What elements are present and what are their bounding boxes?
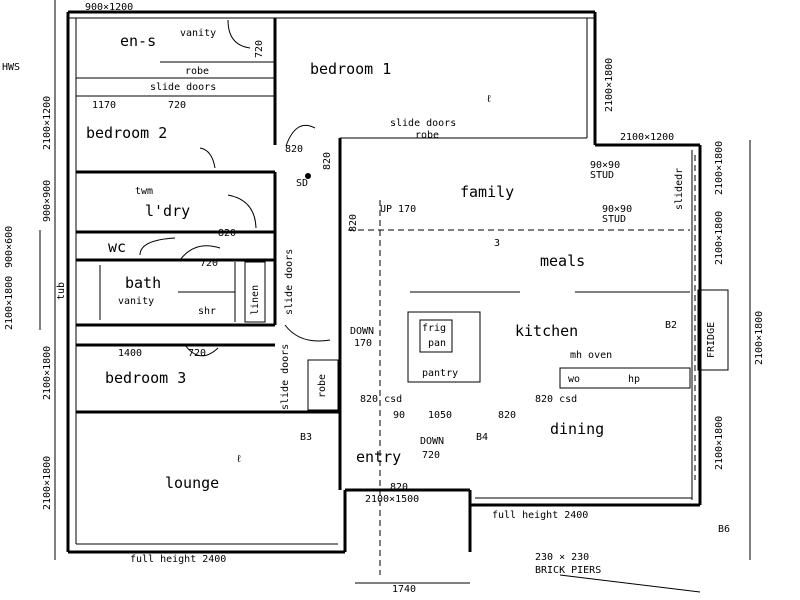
dim-v-900-600: 900×600 xyxy=(4,226,15,268)
dim-v-right-2: 2100×1800 xyxy=(714,211,725,265)
label-slide-doors-right: slide doors xyxy=(390,118,456,129)
dim-laundry-820: 820 xyxy=(218,228,236,239)
dim-csd-right: 820 csd xyxy=(535,394,577,405)
room-family: family xyxy=(460,183,514,201)
dim-b6: B6 xyxy=(718,524,730,535)
room-lounge: lounge xyxy=(165,474,219,492)
label-slide-doors-bed3: slide doors xyxy=(280,344,291,410)
room-bedroom-3: bedroom 3 xyxy=(105,369,186,387)
label-slide-doors-bed1: slide doors xyxy=(150,82,216,93)
dim-left-hws: HWS xyxy=(2,62,20,73)
label-shr: shr xyxy=(198,306,216,317)
room-labels: en-s bedroom 1 bedroom 2 l'dry wc bath b… xyxy=(86,32,604,492)
dim-entry-820: 820 xyxy=(390,482,408,493)
outer-walls xyxy=(66,10,702,554)
dim-v-right-3: 2100×1800 xyxy=(754,311,765,365)
dim-bed3-door: 720 xyxy=(188,348,206,359)
room-laundry: l'dry xyxy=(145,202,190,220)
fixture-labels: vanity robe slide doors slide doors robe… xyxy=(56,28,717,410)
label-pantry: pantry xyxy=(422,368,458,379)
label-hp: hp xyxy=(628,374,640,385)
dim-up: UP 170 xyxy=(380,204,416,215)
dim-v-2100-1800-a: 2100×1800 xyxy=(42,346,53,400)
label-vanity-bath: vanity xyxy=(118,296,154,307)
label-slide-doors-bath: slide doors xyxy=(284,249,295,315)
label-fridge-right: FRIDGE xyxy=(706,322,717,358)
dim-brick-piers-size: 230 × 230 xyxy=(535,552,589,563)
room-bedroom-1: bedroom 1 xyxy=(310,60,391,78)
dim-csd-left: 820 csd xyxy=(360,394,402,405)
dim-full-height-dining: full height 2400 xyxy=(492,510,588,521)
label-linen: linen xyxy=(250,285,261,315)
room-bedroom-2: bedroom 2 xyxy=(86,124,167,142)
electrical-symbols: ℓ ℓ 3 xyxy=(236,94,500,465)
smoke-detector-dot xyxy=(305,173,311,179)
dim-v-right-1: 2100×1800 xyxy=(714,141,725,195)
label-robe-right: robe xyxy=(415,130,439,141)
label-tub: tub xyxy=(56,282,67,300)
dim-v-2100-1800-b: 2100×1800 xyxy=(42,456,53,510)
dim-right-top: 2100×1200 xyxy=(620,132,674,143)
label-robe-bed3: robe xyxy=(317,374,328,398)
dashed-lines xyxy=(348,155,696,575)
dim-top: 900×1200 xyxy=(85,2,133,13)
dim-entry-720: 720 xyxy=(422,450,440,461)
dim-b3: B3 xyxy=(300,432,312,443)
label-mh-oven: mh oven xyxy=(570,350,612,361)
room-entry: entry xyxy=(356,448,401,466)
dim-bed2-width: 1170 xyxy=(92,100,116,111)
dim-v-720-top: 720 xyxy=(254,40,265,58)
dim-stud-1: 90×90 xyxy=(590,160,620,171)
room-ensuite: en-s xyxy=(120,32,156,50)
dim-b2: B2 xyxy=(665,320,677,331)
dim-b4: B4 xyxy=(476,432,488,443)
dim-bed3-width: 1400 xyxy=(118,348,142,359)
label-wo: wo xyxy=(568,374,580,385)
dim-v-820: 820 xyxy=(348,214,359,232)
dim-1050: 1050 xyxy=(428,410,452,421)
symbol-light-bed1: ℓ xyxy=(486,94,492,105)
label-stud-bottom: STUD xyxy=(602,214,626,225)
label-frig: frig xyxy=(422,323,446,334)
dim-bed2-door: 720 xyxy=(168,100,186,111)
dim-family-820: 820 xyxy=(285,144,303,155)
dimension-lines xyxy=(39,0,751,593)
dim-bottom: 1740 xyxy=(392,584,416,595)
dim-v-top: 2100×1800 xyxy=(604,58,615,112)
label-slide-door-right: slidedr xyxy=(674,168,685,210)
symbol-power-family: 3 xyxy=(494,238,500,249)
dim-full-height-lounge: full height 2400 xyxy=(130,554,226,565)
label-sd: SD xyxy=(296,178,308,189)
dim-820: 820 xyxy=(498,410,516,421)
dim-down: DOWN xyxy=(350,326,374,337)
label-vanity-ensuite: vanity xyxy=(180,28,216,39)
dim-v-2100-1200: 2100×1200 xyxy=(42,96,53,150)
dimension-labels: 900×1200 1170 720 820 720 1400 720 820 U… xyxy=(2,2,765,595)
room-dining: dining xyxy=(550,420,604,438)
dim-v-900-900: 900×900 xyxy=(42,180,53,222)
dim-v-820-b: 820 xyxy=(322,152,333,170)
room-bath: bath xyxy=(125,274,161,292)
room-wc: wc xyxy=(108,238,126,256)
interior-walls xyxy=(76,18,729,490)
dim-down-170: 170 xyxy=(354,338,372,349)
label-pantry-box: pan xyxy=(428,338,446,349)
room-meals: meals xyxy=(540,252,585,270)
dim-90: 90 xyxy=(393,410,405,421)
dim-down-entry: DOWN xyxy=(420,436,444,447)
label-twm: twm xyxy=(135,186,153,197)
dim-wc-720: 720 xyxy=(200,258,218,269)
label-stud-top: STUD xyxy=(590,170,614,181)
dim-entry-window: 2100×1500 xyxy=(365,494,419,505)
dim-v-right-4: 2100×1800 xyxy=(714,416,725,470)
label-robe-bed1: robe xyxy=(185,66,209,77)
dim-stud-2: 90×90 xyxy=(602,204,632,215)
dim-v-2100-1800-c: 2100×1800 xyxy=(4,276,15,330)
symbol-light-lounge: ℓ xyxy=(236,454,242,465)
room-kitchen: kitchen xyxy=(515,322,578,340)
dim-brick-piers: BRICK PIERS xyxy=(535,565,601,576)
door-swings xyxy=(139,19,331,357)
